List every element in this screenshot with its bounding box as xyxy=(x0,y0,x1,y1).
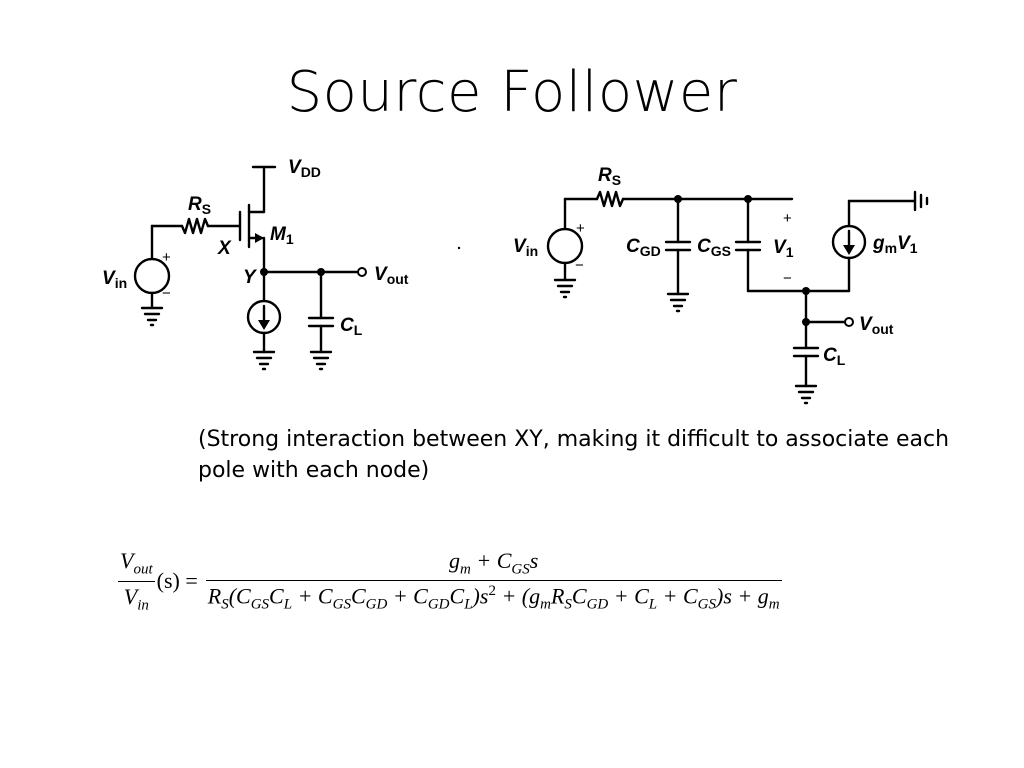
denominator-token: + C xyxy=(657,583,698,609)
lhs-numerator: Vout xyxy=(118,548,155,582)
denominator-token: + C xyxy=(608,583,649,609)
rhs-denominator: RS(CGSCL + CGSCGD + CGDCL)s2 + (gmRSCGD … xyxy=(206,581,782,614)
lhs-argument: (s) = xyxy=(156,568,198,594)
label-node-x: X xyxy=(217,238,232,259)
numerator-token: s xyxy=(529,548,539,573)
mosfet-m1 xyxy=(238,203,266,274)
denominator-token: L xyxy=(283,597,293,614)
resistor-rs xyxy=(595,190,625,208)
ground-symbol xyxy=(553,278,577,299)
denominator-token: + C xyxy=(387,583,428,609)
vin-plus: + xyxy=(576,220,585,237)
label-vout: Vout xyxy=(859,314,894,337)
ground-symbol xyxy=(140,306,164,327)
ground-symbol xyxy=(666,292,690,313)
resistor-rs xyxy=(180,217,210,235)
denominator-token: GS xyxy=(697,597,717,614)
vin-minus: − xyxy=(162,285,171,302)
label-m1: M1 xyxy=(270,224,294,247)
right-circuit: RS Vin + − CGD CGS + V1 − gmV1 Vout CL xyxy=(513,165,929,405)
label-cgd: CGD xyxy=(626,236,661,259)
denominator-token: (C xyxy=(228,583,251,609)
left-circuit: VDD RS M1 X Y Vin + − Vout CL xyxy=(102,157,409,371)
numerator-token: GS xyxy=(511,561,530,578)
label-v1: V1 xyxy=(773,237,794,260)
rhs-numerator: gm + CGSs xyxy=(205,548,782,582)
label-rs: RS xyxy=(598,165,621,188)
v1-plus: + xyxy=(783,210,792,227)
denominator-token: C xyxy=(449,583,465,609)
denominator-token: S xyxy=(564,597,572,614)
label-rs: RS xyxy=(188,194,211,217)
denominator-token: L xyxy=(648,597,658,614)
denominator-token: )s + g xyxy=(716,583,769,609)
stray-dot xyxy=(457,246,461,250)
vout-terminal xyxy=(844,317,854,327)
denominator-token: )s xyxy=(472,583,489,609)
label-cl: CL xyxy=(340,315,363,338)
vin-plus: + xyxy=(162,249,171,266)
denominator-token: C xyxy=(269,583,284,609)
denominator-token: m xyxy=(768,597,780,614)
denominator-token: GD xyxy=(586,597,609,614)
denominator-token: + (g xyxy=(495,583,541,609)
denominator-token: GD xyxy=(427,597,450,614)
numerator-token: g xyxy=(449,548,461,573)
denominator-token: GS xyxy=(250,597,270,614)
vin-minus: − xyxy=(575,257,584,274)
label-node-y: Y xyxy=(243,267,258,288)
denominator-token: m xyxy=(540,597,551,614)
label-cgs: CGS xyxy=(697,236,731,259)
vout-terminal xyxy=(357,267,367,277)
slide-title: Source Follower xyxy=(286,60,738,125)
transfer-function-equation: Vout Vin (s) = gm + CGSs RS(CGSCL + CGSC… xyxy=(118,548,782,614)
denominator-token: L xyxy=(464,597,473,614)
slide-caption: (Strong interaction between XY, making i… xyxy=(198,427,950,483)
label-gm-v1: gmV1 xyxy=(872,233,918,256)
ground-symbol xyxy=(252,350,276,371)
ground-symbol xyxy=(309,350,333,371)
lhs-fraction: Vout Vin xyxy=(118,548,155,614)
denominator-token: GD xyxy=(365,597,388,614)
denominator-token: GS xyxy=(332,597,351,614)
denominator-token: C xyxy=(350,583,366,609)
numerator-token: + C xyxy=(470,548,512,573)
label-vdd: VDD xyxy=(288,157,321,180)
denominator-token: R xyxy=(550,583,565,609)
lhs-denominator: Vin xyxy=(123,583,149,613)
numerator-token: m xyxy=(460,561,471,578)
denominator-token: 2 xyxy=(488,583,496,600)
label-vin: Vin xyxy=(513,236,538,259)
denominator-token: C xyxy=(571,583,587,609)
denominator-token: R xyxy=(207,583,222,609)
label-cl: CL xyxy=(823,345,846,368)
ground-symbol xyxy=(794,384,818,405)
label-vout: Vout xyxy=(374,264,409,287)
denominator-token: + C xyxy=(292,583,333,609)
denominator-token: S xyxy=(221,597,229,614)
label-vin: Vin xyxy=(102,268,127,291)
rhs-fraction: gm + CGSs RS(CGSCL + CGSCGD + CGDCL)s2 +… xyxy=(205,548,782,614)
v1-minus: − xyxy=(783,270,792,287)
